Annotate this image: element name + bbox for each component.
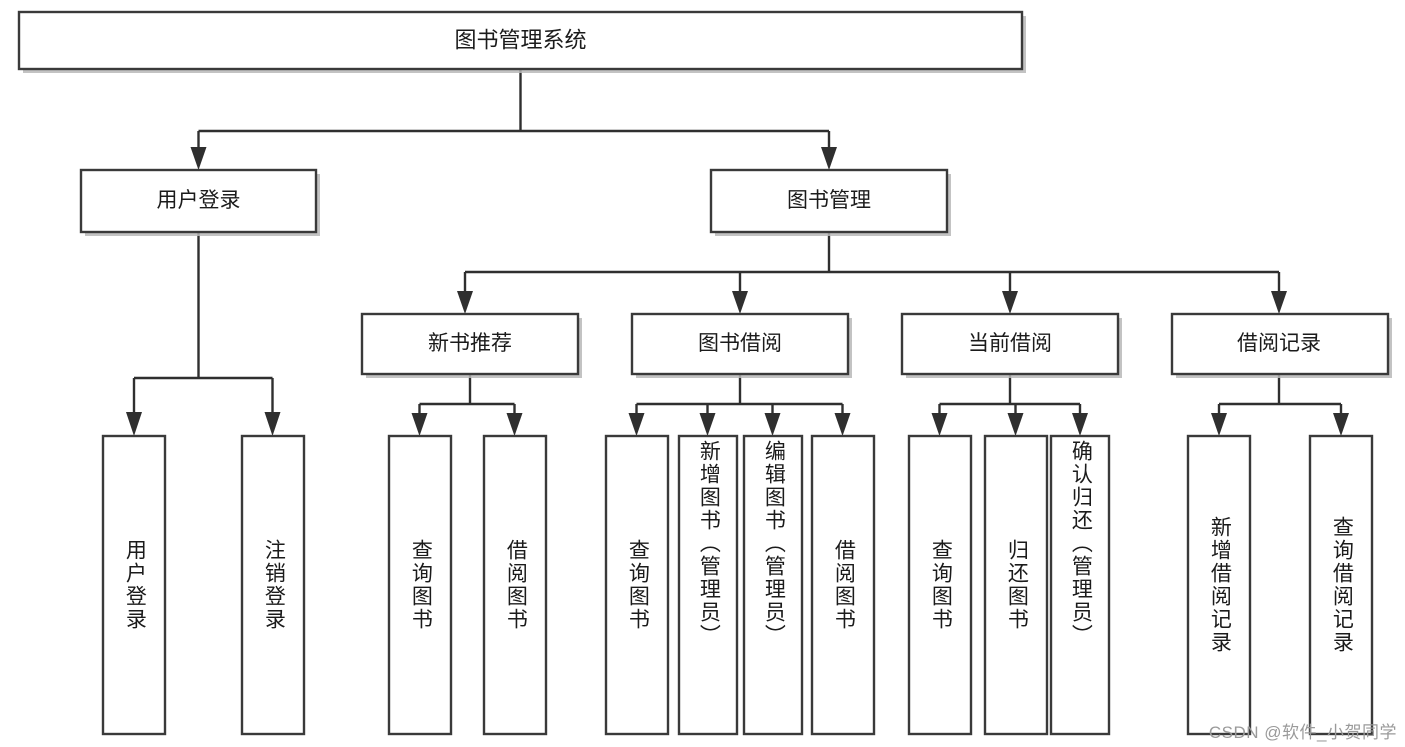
arrow-head-leaf-borrow-book-rec — [506, 413, 523, 436]
leaf-box-borrow-book-bb[interactable] — [810, 434, 876, 736]
node-book-management-rect — [709, 168, 949, 234]
node-new-book-recommend-label: 新书推荐 — [428, 332, 512, 355]
leaf-box-add-book-rect — [677, 434, 739, 736]
leaf-box-return-book-rect — [983, 434, 1049, 736]
node-current-borrow-label: 当前借阅 — [968, 332, 1052, 355]
leaf-box-user-login-rect — [101, 434, 167, 736]
arrow-head-leaf-query-book-rec — [411, 413, 428, 436]
node-book-management[interactable]: 图书管理 — [709, 168, 951, 236]
arrow-head-current-borrow — [1002, 291, 1018, 314]
node-new-book-recommend[interactable]: 新书推荐 — [360, 312, 582, 378]
leaf-box-return-book[interactable] — [983, 434, 1049, 736]
connector-layer — [126, 69, 1349, 436]
leaf-box-query-book-rec-rect — [387, 434, 453, 736]
arrow-head-leaf-query-book-cb — [931, 413, 948, 436]
leaf-box-borrow-book-bb-rect — [810, 434, 876, 736]
arrow-head-leaf-borrow-book-bb — [834, 413, 851, 436]
node-layer: 图书管理系统 用户登录 图书管理 新书推荐 — [17, 10, 1392, 736]
node-book-borrow-label: 图书借阅 — [698, 332, 782, 355]
leaf-box-confirm-return[interactable] — [1049, 434, 1111, 736]
node-borrow-record[interactable]: 借阅记录 — [1170, 312, 1392, 378]
arrow-head-leaf-edit-book — [764, 413, 781, 436]
node-current-borrow-rect — [900, 312, 1120, 376]
arrow-head-book-management — [821, 147, 837, 170]
leaf-box-logout[interactable] — [240, 434, 306, 736]
leaf-box-edit-book[interactable] — [742, 434, 804, 736]
node-book-borrow-rect — [630, 312, 850, 376]
arrow-head-leaf-logout — [264, 412, 281, 436]
arrow-head-leaf-query-record — [1333, 413, 1349, 436]
leaf-box-logout-rect — [240, 434, 306, 736]
node-current-borrow[interactable]: 当前借阅 — [900, 312, 1122, 378]
leaf-box-query-record-rect — [1308, 434, 1374, 736]
arrow-head-leaf-return-book — [1007, 413, 1024, 436]
arrow-head-book-borrow — [732, 291, 748, 314]
leaf-box-add-record-rect — [1186, 434, 1252, 736]
arrow-head-leaf-query-book-bb — [628, 413, 645, 436]
arrow-head-new-book-recommend — [457, 291, 473, 314]
node-book-borrow[interactable]: 图书借阅 — [630, 312, 852, 378]
leaf-box-query-book-bb[interactable] — [604, 434, 670, 736]
node-borrow-record-rect — [1170, 312, 1390, 376]
leaf-box-query-book-cb-rect — [907, 434, 973, 736]
watermark-label: CSDN @软件_小贺同学 — [1208, 723, 1397, 742]
node-root-label: 图书管理系统 — [454, 27, 586, 52]
leaf-box-confirm-return-rect — [1049, 434, 1111, 736]
leaf-box-add-record[interactable] — [1186, 434, 1252, 736]
arrow-head-leaf-confirm-return — [1072, 413, 1088, 436]
node-root[interactable]: 图书管理系统 — [17, 10, 1026, 73]
node-book-management-label: 图书管理 — [787, 189, 871, 212]
leaf-box-add-book[interactable] — [677, 434, 739, 736]
leaf-box-query-book-rec[interactable] — [387, 434, 453, 736]
leaf-box-borrow-book-rec[interactable] — [482, 434, 548, 736]
arrow-head-user-login — [190, 147, 207, 170]
node-root-rect — [17, 10, 1024, 71]
leaf-box-query-book-cb[interactable] — [907, 434, 973, 736]
node-borrow-record-label: 借阅记录 — [1237, 332, 1321, 355]
leaf-box-edit-book-rect — [742, 434, 804, 736]
node-user-login-rect — [79, 168, 318, 234]
arrow-head-leaf-user-login — [126, 412, 142, 436]
node-new-book-recommend-rect — [360, 312, 580, 376]
leaf-box-user-login[interactable] — [101, 434, 167, 736]
leaf-box-borrow-book-rec-rect — [482, 434, 548, 736]
arrow-head-leaf-add-book — [699, 413, 716, 436]
node-user-login[interactable]: 用户登录 — [79, 168, 320, 236]
leaf-box-query-record[interactable] — [1308, 434, 1374, 736]
leaf-box-query-book-bb-rect — [604, 434, 670, 736]
node-user-login-label: 用户登录 — [157, 189, 241, 212]
arrow-head-borrow-record — [1271, 291, 1287, 314]
arrow-head-leaf-add-record — [1211, 413, 1227, 436]
